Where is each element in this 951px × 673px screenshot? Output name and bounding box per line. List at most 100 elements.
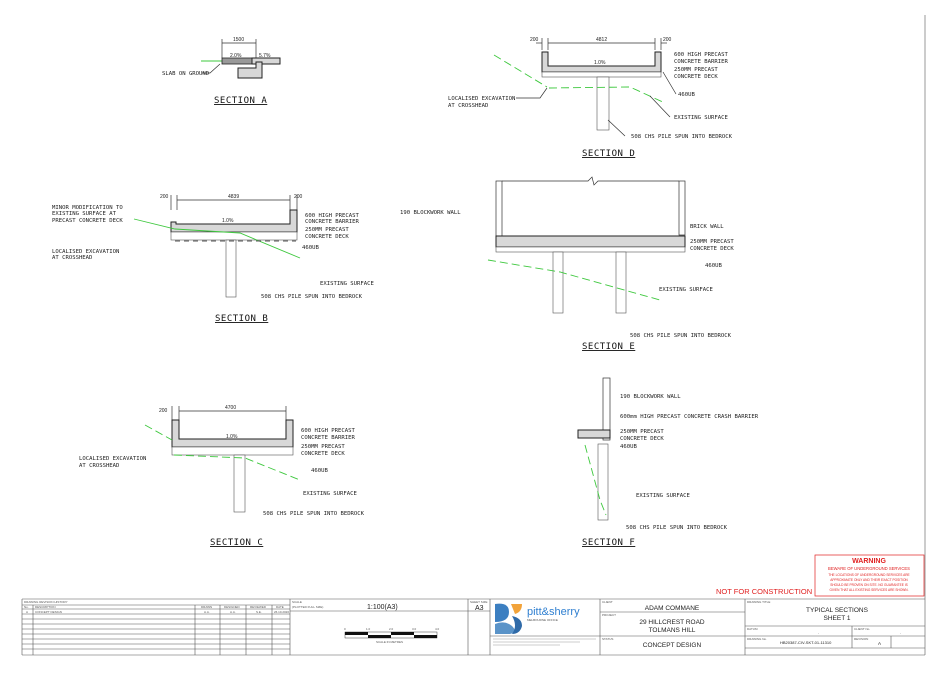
logo-office: MELBOURNE OFFICE [527, 618, 558, 622]
table-heading: DRAWING REVISION HISTORY [24, 600, 68, 604]
dim-label: 4700 [225, 405, 236, 411]
status-label: STATUS [602, 637, 613, 641]
dim-label: 200 [159, 408, 168, 414]
datum-label: DATUM [747, 627, 758, 631]
not-for-construction: NOT FOR CONSTRUCTION [716, 587, 812, 596]
client-no-value: - [900, 631, 901, 635]
deck-label: 250MM PRECAST [674, 67, 718, 73]
deck-label: 250MM PRECAST [305, 227, 349, 233]
surface-label: EXISTING SURFACE [659, 287, 714, 293]
surface-label: EXISTING SURFACE [636, 493, 691, 499]
column-header: DATE [276, 605, 284, 609]
deck-label: CONCRETE DECK [620, 436, 664, 442]
pile [596, 76, 610, 131]
deck-label: 250MM PRECAST [301, 444, 345, 450]
barrier-label: 600 HIGH PRECAST [301, 428, 356, 434]
drawing-title: TYPICAL SECTIONS [806, 607, 869, 614]
pile-label: 508 CHS PILE SPUN INTO BEDROCK [631, 134, 733, 140]
pile [225, 239, 237, 298]
sheet-size-value: A3 [475, 605, 484, 612]
existing-surface-line [548, 86, 666, 104]
scale-tick: 3.0 [412, 627, 417, 631]
cell: CONCEPT DESIGN [35, 610, 62, 614]
title-block: DRAWING REVISION HISTORY No. DESCRIPTION… [21, 598, 925, 656]
drawing-title-label: DRAWING TITLE [747, 600, 770, 604]
brick-wall [678, 180, 686, 236]
note-label: MINOR MODIFICATION TO [52, 205, 123, 211]
section-title: SECTION A [214, 96, 267, 106]
precast-deck [577, 429, 611, 439]
cell: 26.10.2020 [274, 610, 289, 614]
cell: A [26, 610, 28, 614]
sheet-size-label: SHEET SIZE [470, 600, 487, 604]
project-line: TOLMANS HILL [649, 627, 696, 634]
pile-label: 508 CHS PILE SPUN INTO BEDROCK [630, 333, 732, 339]
section-title: SECTION E [582, 342, 635, 352]
project-line: 29 HILLCREST ROAD [639, 619, 705, 626]
warning-text: SHOULD BE PROVEN ON SITE. NO GUARANTEE I… [830, 583, 908, 587]
scale-label: SCALE [292, 600, 302, 604]
column-header: No. [24, 605, 29, 609]
section-title: SECTION C [210, 538, 263, 548]
beam-label: 460UB [302, 245, 319, 251]
dim-label: 200 [160, 194, 169, 200]
beam-label: 460UB [705, 263, 722, 269]
section-title: SECTION F [582, 538, 635, 548]
slope-label: 1.0% [226, 434, 238, 440]
existing-surface-line [173, 454, 301, 481]
slope-label: 5.7% [259, 53, 271, 59]
section-f: 190 BLOCKWORK WALL 600mm HIGH PRECAST CO… [577, 377, 759, 548]
beam [541, 71, 662, 78]
revision-history-table: DRAWING REVISION HISTORY No. DESCRIPTION… [22, 599, 291, 655]
warning-text: THE LOCATIONS OF UNDERGROUND SERVICES AR… [828, 573, 909, 577]
precast-deck [170, 209, 298, 233]
excavation-label: LOCALISED EXCAVATION [52, 249, 119, 255]
scale-tick: 4.0 [435, 627, 440, 631]
barrier-label: CONCRETE BARRIER [674, 59, 729, 65]
excavation-label: LOCALISED EXCAVATION [448, 96, 515, 102]
section-title: SECTION B [215, 314, 268, 324]
cell: A.A. [204, 610, 210, 614]
warning-box: WARNING BEWARE OF UNDERGROUND SERVICES T… [814, 554, 925, 597]
dim-label: 200 [530, 37, 539, 43]
dim-label: 200 [294, 194, 303, 200]
deck-label: CONCRETE DECK [301, 451, 345, 457]
section-d: 200 4812 200 1.0% 600 HIGH PRECAST CONCR… [448, 37, 733, 159]
dim-label: 4812 [596, 37, 607, 43]
slope-label: 2.0% [230, 53, 242, 59]
client-value: ADAM COMMANE [645, 605, 700, 612]
column-header: DRAWN [201, 605, 212, 609]
dim-label: 4839 [228, 194, 239, 200]
warning-title: WARNING [852, 558, 886, 565]
pile [597, 443, 609, 521]
barrier-label: CONCRETE BARRIER [305, 219, 360, 225]
column-header: DESCRIPTION [35, 605, 56, 609]
scale-sub: (PLOTTED FULL SIZE) [292, 605, 323, 609]
scale-bar: 0 1.0 2.0 3.0 4.0 SCALE IN METRES [344, 627, 440, 644]
table-row: A CONCEPT DESIGN A.A. A.A. S.E. 26.10.20… [26, 610, 289, 614]
note-label: EXISTING SURFACE AT [52, 211, 117, 217]
warning-subtitle: BEWARE OF UNDERGROUND SERVICES [828, 566, 910, 571]
warning-text: GIVEN THAT ALL EXISTING SERVICES ARE SHO… [830, 588, 909, 592]
drawing-no-value: HB20387-CIV-SKT-01-11310 [780, 640, 832, 645]
section-e: 190 BLOCKWORK WALL BRICK WALL 250MM PREC… [400, 176, 734, 352]
pile-label: 508 CHS PILE SPUN INTO BEDROCK [626, 525, 728, 531]
cell: A.A. [230, 610, 236, 614]
deck-label: CONCRETE DECK [690, 246, 734, 252]
scale-tick: 1.0 [366, 627, 371, 631]
excavation-label: AT CROSSHEAD [52, 255, 93, 261]
slope-label: 1.0% [594, 60, 606, 66]
beam [170, 231, 298, 241]
existing-surface-line [487, 259, 661, 301]
deck-label: 250MM PRECAST [620, 429, 664, 435]
status-value: CONCEPT DESIGN [643, 642, 702, 649]
surface-label: EXISTING SURFACE [303, 491, 358, 497]
excavation-label: AT CROSSHEAD [79, 463, 120, 469]
deck-label: 250MM PRECAST [690, 239, 734, 245]
revision-value: A [878, 641, 881, 646]
slope-label: 1.0% [222, 218, 234, 224]
pile-label: 508 CHS PILE SPUN INTO BEDROCK [263, 511, 365, 517]
note-label: PRECAST CONCRETE DECK [52, 218, 123, 224]
beam-label: 460UB [620, 444, 637, 450]
column-header: REVIEWED [250, 605, 267, 609]
